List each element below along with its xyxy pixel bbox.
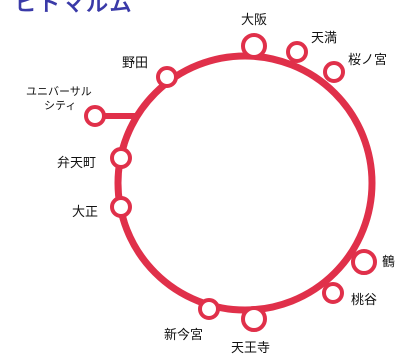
station-taisho-marker[interactable] bbox=[110, 196, 132, 218]
station-noda-marker[interactable] bbox=[156, 66, 178, 88]
station-shin-imamiya-label: 新今宮 bbox=[164, 327, 203, 343]
station-bentencho-marker[interactable] bbox=[110, 147, 132, 169]
station-universal-city-marker[interactable] bbox=[84, 105, 106, 127]
station-tsuruhashi-label: 鶴 bbox=[382, 254, 395, 270]
station-momodani-marker[interactable] bbox=[322, 282, 344, 304]
station-tsuruhashi-marker[interactable] bbox=[351, 249, 377, 275]
station-temma-label: 天満 bbox=[311, 31, 337, 46]
station-taisho-label: 大正 bbox=[72, 205, 98, 220]
station-momodani-label: 桃谷 bbox=[351, 293, 377, 308]
title-fragment: ヒトマルム bbox=[14, 0, 134, 17]
station-universal-city-label-line1: ユニバーサル bbox=[26, 85, 92, 98]
station-noda-label: 野田 bbox=[122, 56, 148, 71]
station-osaka-marker[interactable] bbox=[241, 33, 267, 59]
station-sakuranomiya-marker[interactable] bbox=[323, 61, 345, 83]
station-osaka-label: 大阪 bbox=[241, 13, 267, 28]
loop-track bbox=[114, 52, 376, 314]
station-bentencho-label: 弁天町 bbox=[57, 156, 96, 171]
station-sakuranomiya-label: 桜ノ宮 bbox=[348, 52, 387, 68]
station-tennoji-label: 天王寺 bbox=[231, 341, 270, 355]
station-shin-imamiya-marker[interactable] bbox=[198, 298, 220, 320]
station-universal-city-label-line2: シティ bbox=[44, 99, 76, 112]
station-temma-marker[interactable] bbox=[286, 41, 308, 63]
station-tennoji-marker[interactable] bbox=[241, 306, 267, 332]
